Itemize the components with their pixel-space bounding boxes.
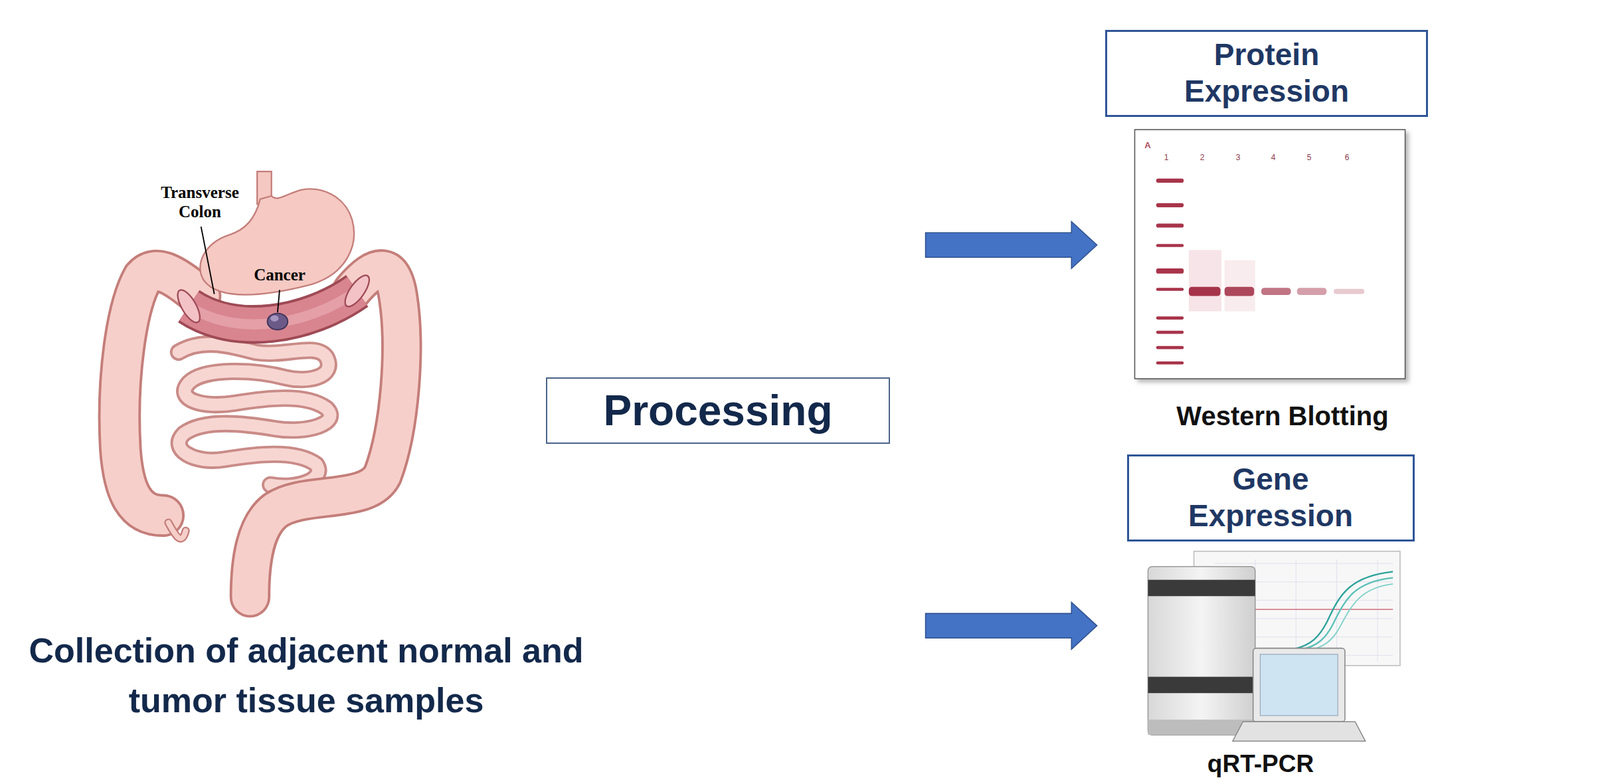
leader-line xyxy=(277,289,280,313)
block-arrow xyxy=(925,221,1098,269)
lane-number: 4 xyxy=(1271,153,1276,162)
image-caption: Western Blotting xyxy=(1176,401,1389,431)
process-box: Protein Expression xyxy=(1105,29,1428,117)
lane-number: 2 xyxy=(1200,153,1205,162)
process-box: Processing xyxy=(545,377,890,444)
image-caption: qRT-PCR xyxy=(1207,750,1314,778)
lane-number: 6 xyxy=(1344,153,1350,162)
western-blot-image xyxy=(1134,129,1405,379)
gi-tract-illustration xyxy=(119,171,402,598)
figure-caption: Collection of adjacent normal and tumor … xyxy=(7,625,606,726)
part-label: Transverse Colon xyxy=(153,183,247,222)
lane-number: 5 xyxy=(1307,153,1312,162)
box-text: Protein Expression xyxy=(1140,36,1393,110)
lane-number: 3 xyxy=(1236,153,1241,162)
block-arrow xyxy=(925,601,1098,649)
process-box: Gene Expression xyxy=(1127,454,1415,542)
box-text: Gene Expression xyxy=(1162,460,1380,534)
part-label: Cancer xyxy=(253,265,306,285)
box-text: Processing xyxy=(603,385,833,437)
lane-number: 1 xyxy=(1164,153,1169,162)
leader-line xyxy=(201,226,215,294)
qpcr-machine-image xyxy=(1147,551,1400,742)
panel-letter: A xyxy=(1144,140,1151,150)
